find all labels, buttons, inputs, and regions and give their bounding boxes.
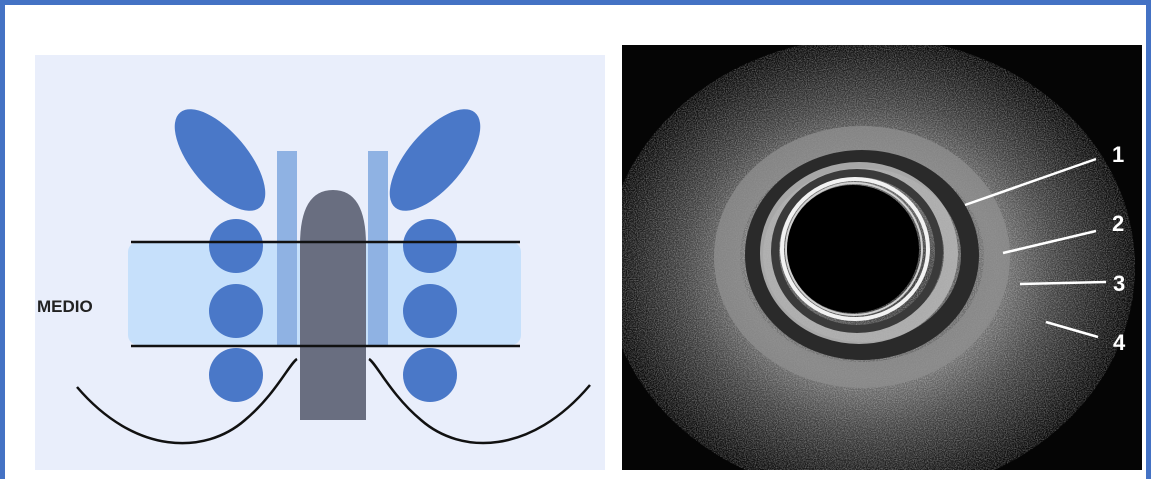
right-ext-sphincter-middle — [403, 284, 457, 338]
right-ext-sphincter-upper — [403, 219, 457, 273]
zone-label-medio: MEDIO — [37, 297, 93, 316]
layer-label-1: 1 — [1112, 142, 1124, 167]
ultrasound-image: 1 2 3 4 — [622, 45, 1142, 470]
layer-label-4: 4 — [1113, 330, 1126, 355]
central-canal — [300, 190, 366, 420]
diagram-svg: MEDIO — [35, 55, 605, 470]
probe-lumen — [787, 185, 919, 313]
anal-canal-diagram: MEDIO — [35, 55, 605, 470]
left-skin-contour — [77, 359, 297, 443]
right-upper-muscle — [374, 95, 497, 226]
layer-label-3: 3 — [1113, 271, 1125, 296]
ultrasound-svg: 1 2 3 4 — [622, 45, 1142, 470]
right-ext-sphincter-lower — [403, 348, 457, 402]
right-internal-sphincter — [368, 151, 388, 347]
left-ext-sphincter-lower — [209, 348, 263, 402]
left-ext-sphincter-upper — [209, 219, 263, 273]
right-skin-contour — [369, 359, 590, 443]
left-ext-sphincter-middle — [209, 284, 263, 338]
left-upper-muscle — [159, 95, 282, 226]
layer-label-2: 2 — [1112, 211, 1124, 236]
left-internal-sphincter — [277, 151, 297, 347]
